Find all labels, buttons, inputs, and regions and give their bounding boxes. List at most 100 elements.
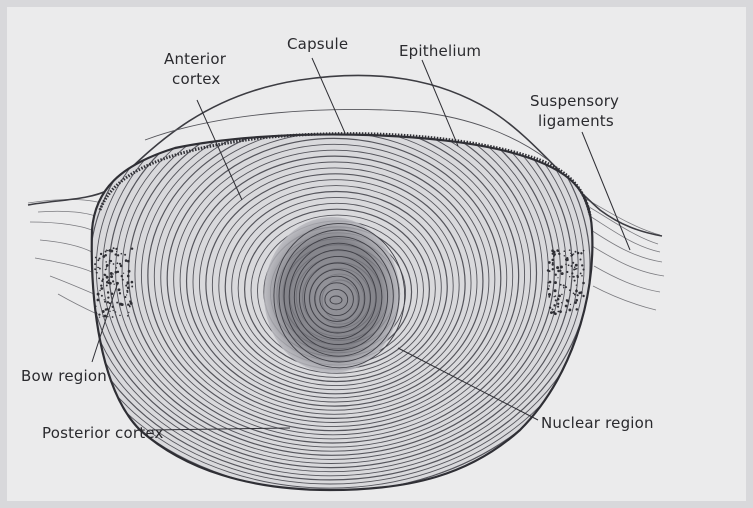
bow-stipple-dot: [104, 315, 107, 318]
bow-stipple-dot: [581, 275, 583, 277]
bow-stipple-dot: [576, 289, 577, 290]
bow-stipple-dot: [561, 272, 564, 275]
label-bow-region: Bow region: [21, 367, 107, 385]
bow-stipple-dot: [113, 273, 114, 274]
bow-stipple-dot: [119, 303, 122, 306]
bow-stipple-dot: [577, 294, 579, 296]
bow-stipple-dot: [97, 293, 100, 296]
bow-stipple-dot: [555, 274, 557, 276]
bow-stipple-dot: [580, 272, 582, 274]
bow-stipple-dot: [548, 285, 549, 286]
bow-stipple-dot: [114, 284, 115, 285]
bow-stipple-dot: [99, 290, 101, 292]
bow-stipple-dot: [110, 250, 113, 253]
bow-stipple-dot: [98, 267, 99, 268]
bow-stipple-dot: [129, 305, 130, 306]
bow-stipple-dot: [100, 253, 102, 255]
bow-stipple-dot: [575, 299, 578, 302]
bow-stipple-dot: [115, 271, 118, 274]
bow-stipple-dot: [127, 315, 129, 317]
bow-stipple-dot: [573, 253, 574, 254]
bow-stipple-dot: [101, 295, 103, 297]
bow-stipple-dot: [577, 276, 579, 278]
bow-stipple-dot: [102, 316, 103, 317]
bow-stipple-dot: [118, 288, 121, 291]
label-anterior-cortex-2: cortex: [172, 70, 221, 88]
bow-stipple-dot: [555, 299, 557, 301]
bow-stipple-dot: [116, 251, 117, 252]
bow-stipple-dot: [113, 310, 114, 311]
bow-stipple-dot: [583, 250, 585, 252]
bow-stipple-dot: [108, 279, 110, 281]
bow-stipple-dot: [576, 284, 577, 285]
bow-stipple-dot: [575, 251, 577, 253]
bow-stipple-dot: [109, 311, 110, 312]
bow-stipple-dot: [107, 316, 108, 317]
bow-stipple-dot: [128, 270, 131, 273]
bow-stipple-dot: [115, 248, 117, 250]
bow-stipple-dot: [547, 282, 549, 284]
bow-stipple-dot: [94, 268, 96, 270]
bow-stipple-dot: [121, 253, 123, 255]
bow-stipple-dot: [574, 266, 576, 268]
bow-stipple-dot: [127, 260, 130, 263]
bow-stipple-dot: [554, 253, 556, 255]
bow-stipple-dot: [113, 263, 115, 265]
bow-stipple-dot: [548, 293, 551, 296]
bow-stipple-dot: [569, 289, 571, 291]
bow-stipple-dot: [97, 259, 99, 261]
bow-stipple-dot: [106, 308, 108, 310]
bow-stipple-dot: [564, 255, 566, 256]
bow-stipple-dot: [553, 296, 554, 297]
bow-stipple-dot: [564, 250, 566, 252]
bow-stipple-dot: [119, 292, 121, 294]
bow-stipple-dot: [574, 301, 577, 304]
bow-stipple-dot: [107, 291, 109, 293]
bow-stipple-dot: [557, 270, 560, 273]
bow-stipple-dot: [124, 254, 126, 256]
bow-stipple-dot: [551, 308, 553, 310]
bow-stipple-dot: [548, 296, 550, 298]
bow-stipple-dot: [109, 282, 112, 285]
bow-stipple-dot: [577, 252, 580, 255]
bow-stipple-dot: [107, 301, 109, 303]
bow-stipple-dot: [558, 295, 561, 298]
bow-stipple-dot: [565, 305, 568, 308]
bow-stipple-dot: [552, 262, 554, 264]
bow-stipple-dot: [558, 250, 560, 252]
bow-stipple-dot: [572, 276, 574, 278]
bow-stipple-dot: [566, 299, 568, 301]
label-suspensory-2: ligaments: [538, 112, 614, 130]
bow-stipple-dot: [112, 306, 114, 308]
bow-stipple-dot: [104, 299, 105, 300]
bow-stipple-dot: [102, 310, 105, 313]
bow-stipple-dot: [557, 306, 559, 308]
bow-stipple-dot: [557, 311, 559, 313]
bow-stipple-dot: [566, 271, 568, 273]
bow-stipple-dot: [583, 269, 585, 271]
bow-stipple-dot: [565, 258, 568, 261]
bow-stipple-dot: [560, 266, 563, 269]
bow-stipple-dot: [106, 264, 109, 267]
bow-stipple-dot: [96, 317, 98, 319]
bow-stipple-dot: [124, 296, 126, 298]
bow-stipple-dot: [115, 267, 117, 269]
bow-stipple-dot: [557, 303, 559, 305]
bow-stipple-dot: [106, 250, 107, 251]
bow-stipple-dot: [127, 275, 130, 278]
bow-stipple-dot: [112, 316, 114, 318]
bow-stipple-dot: [131, 281, 134, 284]
bow-stipple-dot: [582, 282, 585, 285]
bow-stipple-dot: [104, 274, 106, 276]
bow-stipple-dot: [552, 268, 554, 270]
bow-stipple-dot: [574, 280, 576, 282]
bow-stipple-dot: [563, 284, 565, 286]
bow-stipple-dot: [115, 311, 117, 313]
bow-stipple-dot: [557, 277, 558, 278]
bow-stipple-dot: [95, 306, 96, 307]
bow-stipple-dot: [96, 272, 98, 274]
bow-stipple-dot: [98, 277, 100, 279]
bow-stipple-dot: [557, 298, 560, 301]
bow-stipple-dot: [563, 287, 564, 288]
